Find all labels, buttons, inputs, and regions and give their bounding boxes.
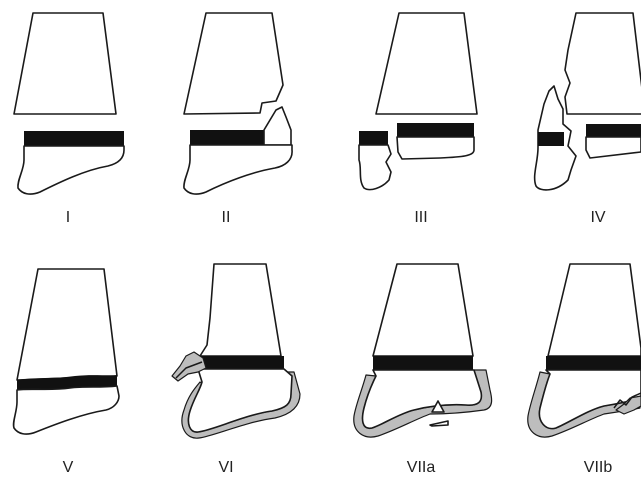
panel-label: VIIb	[584, 459, 613, 476]
metaphysis-shaft	[17, 269, 117, 380]
metaphysis-shaft	[184, 13, 283, 114]
panel-type-6: VI	[172, 264, 300, 476]
panel-label: IV	[590, 209, 605, 226]
physis-plate-left	[359, 131, 388, 145]
metaphysis-shaft	[200, 264, 281, 356]
physis-plate	[198, 356, 284, 369]
panel-label: V	[63, 459, 74, 476]
epiphysis	[184, 145, 292, 194]
metaphysis-shaft	[376, 13, 477, 114]
panel-type-5: V	[14, 269, 119, 476]
physis-plate	[190, 130, 264, 145]
physis-plate-right	[586, 124, 641, 137]
epiphysis	[18, 146, 124, 194]
metaphysis-shaft	[548, 264, 641, 356]
epiphyseal-fragment-small	[359, 145, 391, 190]
epiphyseal-fragment-main	[586, 137, 641, 158]
panel-label: VI	[218, 459, 233, 476]
panel-type-7a: VIIa	[354, 264, 492, 476]
epiphyseal-fragment-main	[397, 137, 474, 159]
panel-label: I	[66, 209, 70, 226]
panel-label: VIIa	[407, 459, 436, 476]
metaphyseal-fragment	[264, 107, 291, 145]
panel-label: II	[222, 209, 231, 226]
physis-plate-right	[397, 123, 474, 137]
osteochondral-fragment	[430, 421, 448, 426]
metaphysis-shaft	[14, 13, 116, 114]
physis-plate	[546, 356, 641, 370]
physis-plate	[373, 356, 473, 370]
panel-type-7b: VIIb	[528, 264, 641, 476]
physis-plate	[24, 131, 124, 146]
panel-label: III	[414, 209, 427, 226]
epiphysis	[363, 370, 482, 428]
panel-type-1: I	[14, 13, 124, 226]
metaphysis-shaft	[565, 13, 641, 114]
epiphysis	[14, 386, 119, 434]
metaphysis-shaft	[373, 264, 473, 356]
panel-type-2: II	[184, 13, 292, 226]
panel-type-3: III	[359, 13, 477, 226]
panel-type-4: IV	[535, 13, 641, 226]
physis-plate-left	[538, 132, 564, 146]
